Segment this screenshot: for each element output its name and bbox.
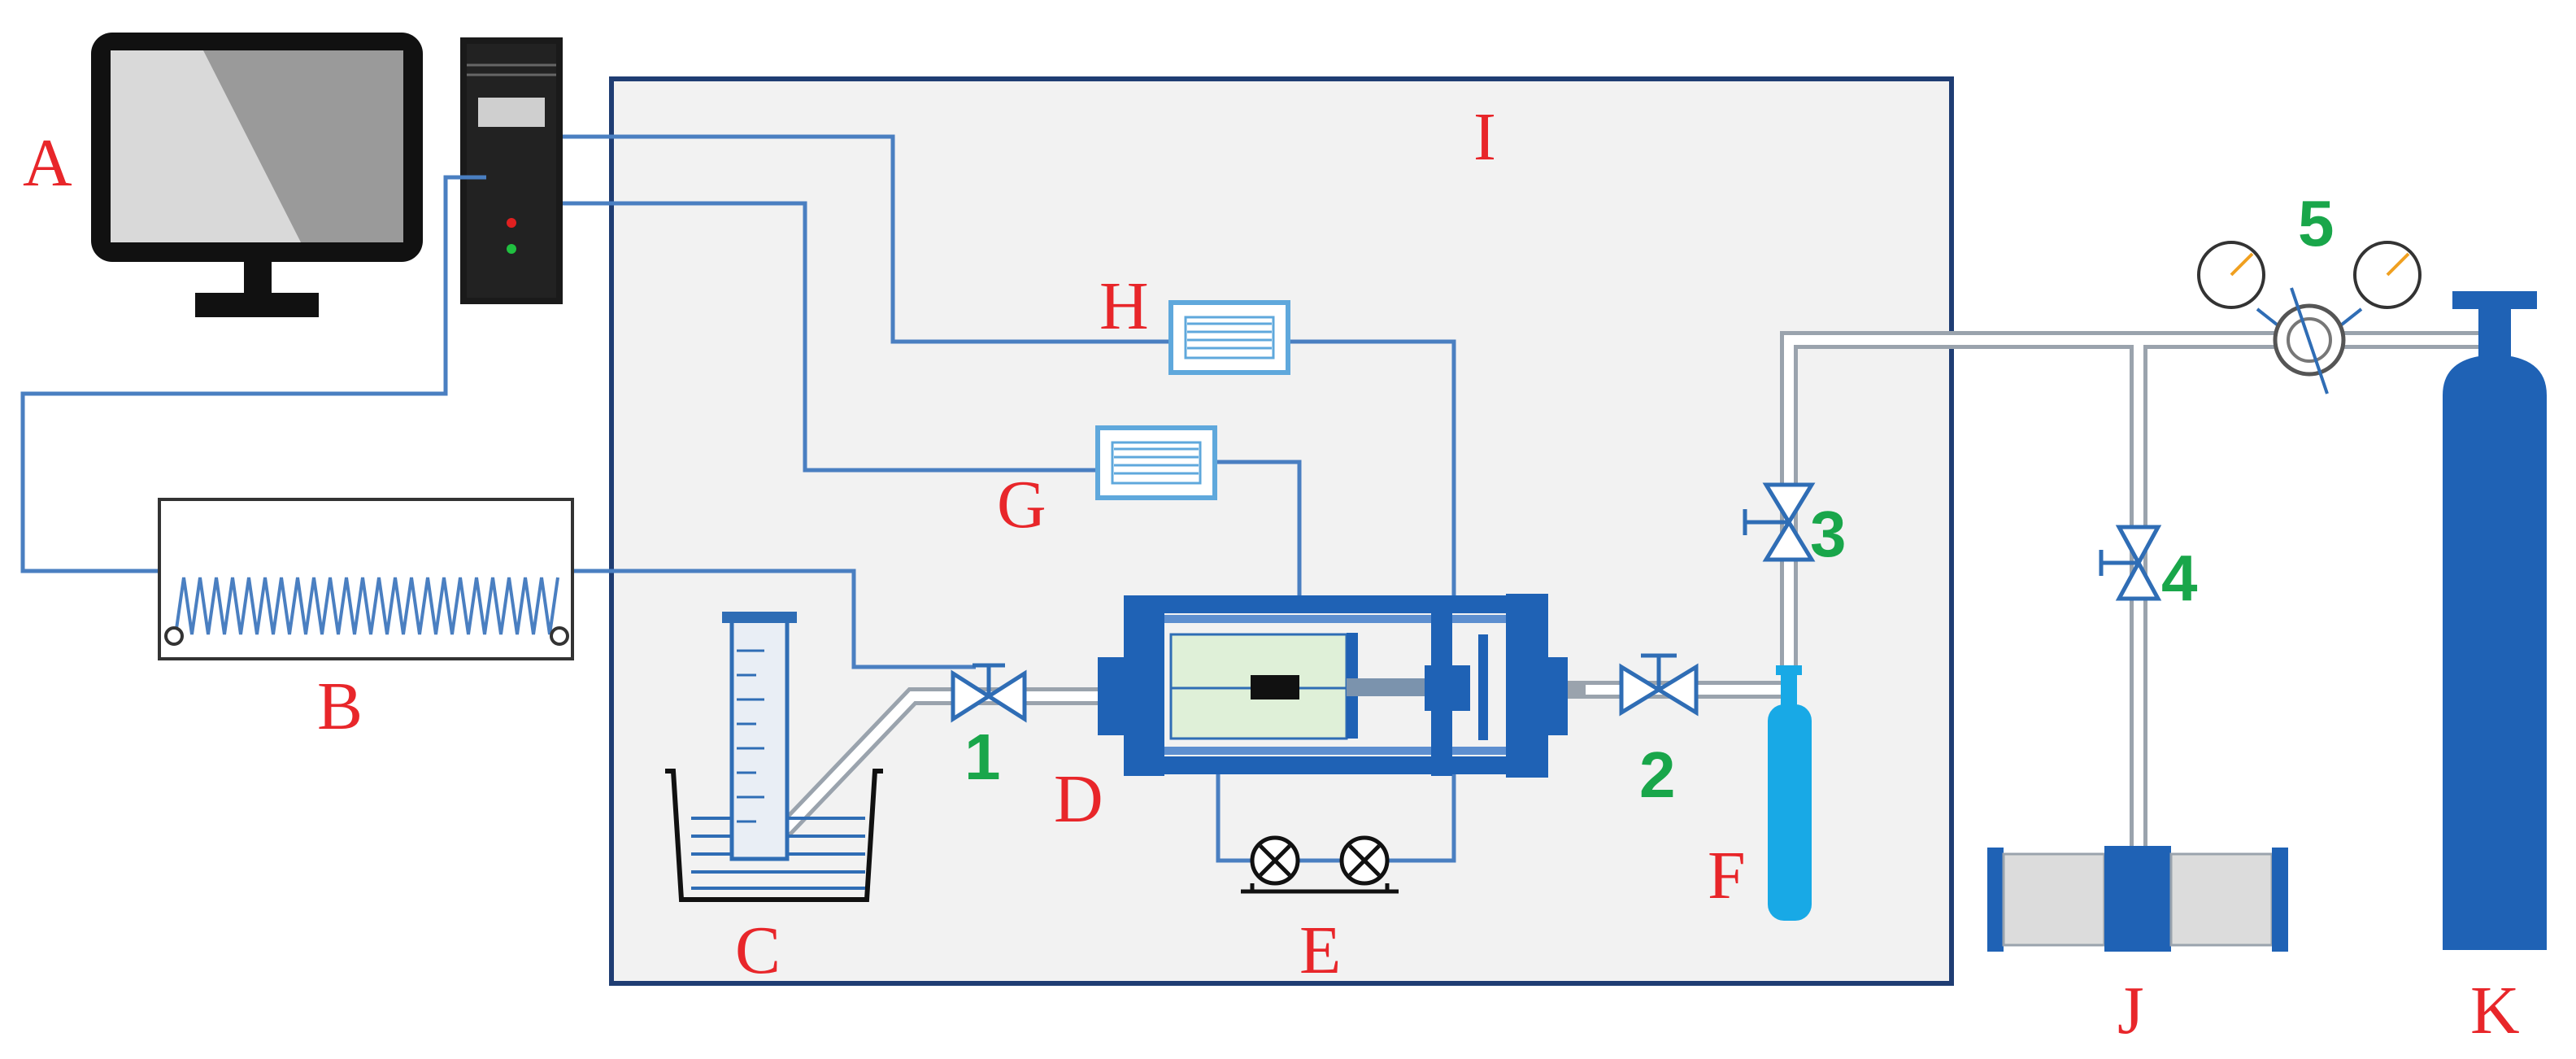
valve-3[interactable] [1743,482,1816,562]
signal-wires [20,134,1456,863]
monitor-a [91,33,423,317]
recorder-g [1095,425,1217,500]
core-holder-d [1098,594,1586,778]
pressure-regulator-5[interactable] [2197,241,2422,394]
label-c: C [735,913,781,988]
regulator-5-label: 5 [2298,187,2334,259]
label-a: A [23,125,72,201]
recorder-h [1168,300,1290,375]
label-h: H [1099,268,1149,344]
valve-3-label: 3 [1810,498,1847,570]
pump-e [1241,835,1399,894]
valve-2[interactable] [1619,653,1699,717]
valve-1-label: 1 [964,721,1001,793]
enclosure-i [609,76,1954,986]
valve-1[interactable] [951,663,1027,723]
gas-cylinder-k [2443,291,2547,950]
heater-b [158,498,574,660]
intermediate-container-j [1987,846,2288,952]
label-e: E [1299,913,1341,988]
label-j: J [2117,973,2144,1048]
gas-cylinder-f [1768,665,1812,921]
label-d: D [1054,761,1103,837]
label-k: K [2470,973,2520,1048]
label-g: G [997,467,1046,543]
valve-4-label: 4 [2161,542,2198,614]
label-f: F [1708,838,1746,913]
valve-4[interactable] [2099,525,2162,601]
label-i: I [1473,99,1496,175]
beaker-c [665,612,883,902]
label-b: B [317,669,363,744]
computer-tower [460,37,563,304]
valve-2-label: 2 [1639,739,1676,811]
